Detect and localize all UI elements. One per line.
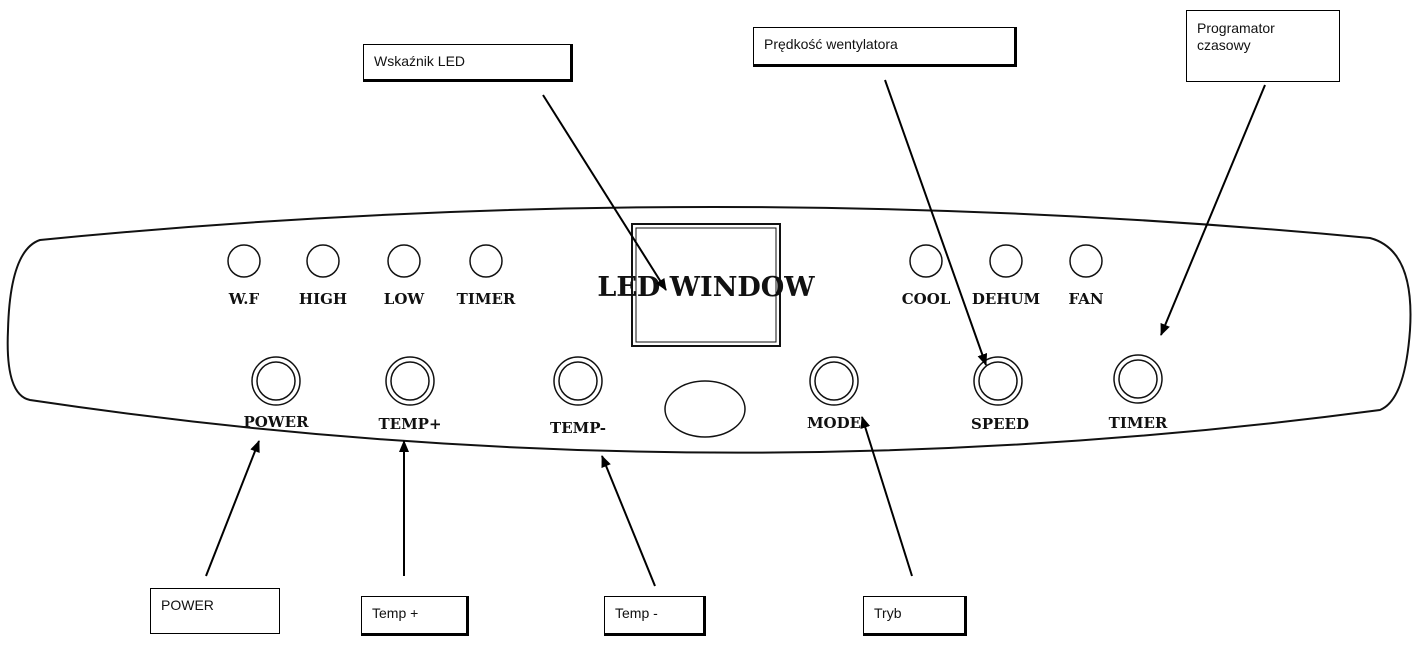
callout-power: POWER <box>150 588 280 634</box>
temp-down-button-label: TEMP- <box>550 419 606 437</box>
indicator-label-dehum: DEHUM <box>972 290 1040 308</box>
indicator-label-low: LOW <box>384 290 426 308</box>
temp-up-button-label: TEMP+ <box>378 415 441 433</box>
indicator-light-fan <box>1069 244 1103 278</box>
temp-down-button[interactable] <box>553 356 603 406</box>
callout-fan-speed: Prędkość wentylatora <box>753 27 1017 67</box>
arrow-temp-down <box>601 455 656 587</box>
timer-button[interactable] <box>1113 354 1163 404</box>
callout-mode: Tryb <box>863 596 967 636</box>
indicator-label-timer: TIMER <box>457 290 516 308</box>
speed-button[interactable] <box>973 356 1023 406</box>
timer-button-label: TIMER <box>1109 414 1168 432</box>
led-window <box>631 223 781 347</box>
indicator-label-high: HIGH <box>299 290 347 308</box>
indicator-label-cool: COOL <box>902 290 951 308</box>
indicator-light-cool <box>909 244 943 278</box>
speed-button-label: SPEED <box>971 415 1029 433</box>
mode-button[interactable] <box>809 356 859 406</box>
arrow-fan-speed <box>884 79 988 366</box>
indicator-light-high <box>306 244 340 278</box>
temp-up-button[interactable] <box>385 356 435 406</box>
callout-temp-down: Temp - <box>604 596 706 636</box>
arrow-timer <box>1160 84 1266 336</box>
indicator-label-wf: W.F <box>228 290 260 308</box>
indicator-light-low <box>387 244 421 278</box>
callout-led-indicator: Wskaźnik LED <box>363 44 573 82</box>
arrow-power <box>205 440 260 577</box>
power-button[interactable] <box>251 356 301 406</box>
callout-temp-up: Temp + <box>361 596 469 636</box>
indicator-label-fan: FAN <box>1068 290 1103 308</box>
indicator-light-timer <box>469 244 503 278</box>
indicator-light-dehum <box>989 244 1023 278</box>
power-button-label: POWER <box>243 413 309 431</box>
mode-button-label: MODE <box>807 414 861 432</box>
arrow-led-indicator <box>542 94 667 291</box>
led-window-label: LED WINDOW <box>597 272 815 303</box>
panel-outline <box>6 205 1412 454</box>
callout-timer: Programator czasowy <box>1186 10 1340 82</box>
indicator-light-wf <box>227 244 261 278</box>
arrow-mode <box>860 416 913 577</box>
center-oval-button[interactable] <box>664 380 746 438</box>
